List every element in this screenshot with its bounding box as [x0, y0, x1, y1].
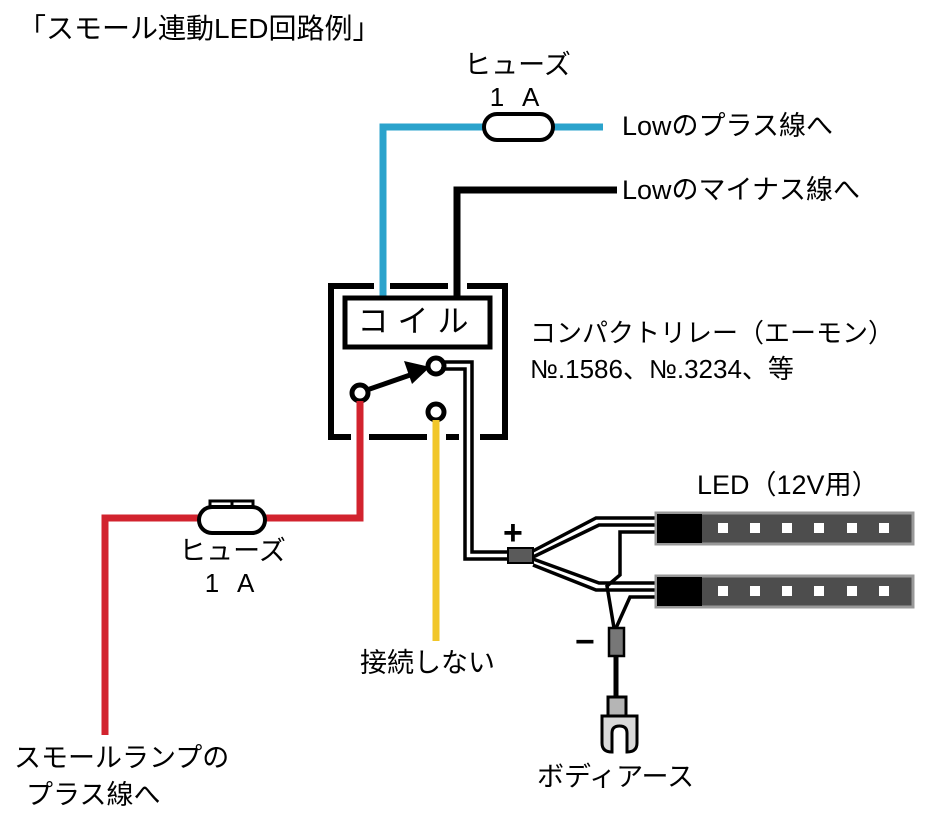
body-earth-label: ボディアース: [537, 762, 695, 792]
led-chip: [718, 523, 728, 533]
minus-sign: −: [575, 623, 595, 661]
relay-contact-nc: [425, 401, 447, 423]
blue-wire-low-plus: [379, 123, 603, 298]
led-chip: [782, 523, 792, 533]
plus-sign: +: [503, 514, 523, 552]
led-chip: [750, 586, 760, 596]
led1-minus-wire: [605, 530, 656, 629]
led1-plus-wire-a: [532, 516, 656, 553]
output-wire-outer: [441, 360, 509, 554]
led-strip-2-connector: [657, 577, 702, 606]
output-wire-inner: [441, 367, 509, 561]
led-chip: [847, 523, 857, 533]
led2-minus-wire: [614, 595, 656, 629]
led-chip: [847, 586, 857, 596]
not-connected-label: 接続しない: [360, 648, 495, 678]
coil-label: コイル: [357, 304, 478, 339]
fuse-top-rating: 1 A: [489, 82, 546, 112]
led-chip: [814, 523, 824, 533]
led-strip-1-connector: [657, 514, 702, 543]
led-chip: [879, 523, 889, 533]
relay-contact-no: [425, 355, 447, 377]
led2-plus-wire-a: [532, 557, 656, 585]
led-chip: [718, 586, 728, 596]
low-minus-line-label: Lowのマイナス線へ: [622, 175, 860, 205]
relay-coil-box: [342, 295, 493, 350]
fuse-bottom-symbol: [197, 505, 267, 535]
relay-switch-arm: [363, 371, 414, 394]
relay-contact-common: [349, 382, 371, 404]
led-chip: [750, 523, 760, 533]
relay-name-line1: コンパクトリレー（エーモン）: [530, 318, 895, 348]
earth-fork-terminal: [600, 714, 639, 754]
relay-name-line2: №.1586、№.3234、等: [530, 354, 794, 384]
led-strip-2: [654, 574, 915, 609]
led-label: LED（12V用）: [697, 470, 879, 500]
relay-case-outline: [328, 283, 508, 440]
led-chip: [879, 586, 889, 596]
page-title: 「スモール連動LED回路例」: [18, 13, 381, 44]
small-lamp-label-line1: スモールランプの: [14, 743, 230, 773]
fuse-bottom-rating: 1 A: [204, 568, 261, 598]
led-chip: [782, 586, 792, 596]
low-plus-line-label: Lowのプラス線へ: [622, 111, 833, 141]
led2-plus-wire-b: [532, 563, 656, 592]
relay-switch-arrowhead: [404, 361, 430, 384]
fuse-top-label: ヒューズ: [464, 50, 571, 80]
small-lamp-label-line2: プラス線へ: [26, 780, 161, 810]
fuse-top-symbol: [482, 112, 555, 142]
minus-splice-connector: [607, 626, 626, 658]
led-chip: [814, 586, 824, 596]
black-wire-low-minus: [453, 186, 617, 298]
fuse-bottom-label: ヒューズ: [179, 536, 286, 566]
led-strip-1: [654, 511, 915, 546]
led1-plus-wire-b: [532, 523, 656, 559]
